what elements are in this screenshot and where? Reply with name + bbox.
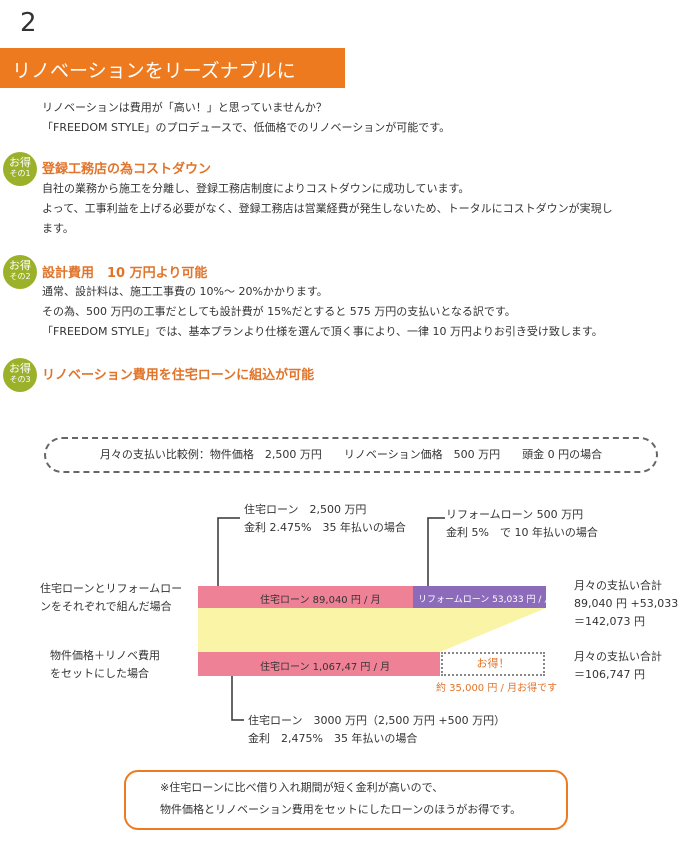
point-1-line-3: ます。 xyxy=(42,222,74,235)
bar-reform-loan xyxy=(413,586,546,608)
point-1-line-2: よって、工事利益を上げる必要がなく、登録工務店は営業経費が発生しないため、トータ… xyxy=(42,202,613,215)
leader-line-reform xyxy=(427,517,445,586)
comparison-header-box xyxy=(44,437,658,473)
total2-label-2: ＝106,747 円 xyxy=(574,668,645,681)
bar-combined-loan xyxy=(198,652,440,676)
badge-top-text: お得 xyxy=(9,259,31,272)
reform-label-2: 金利 5% で 10 年払いの場合 xyxy=(446,526,598,539)
note-line-1: ※住宅ローンに比べ借り入れ期間が短く金利が高いので、 xyxy=(160,781,444,794)
case2-label-1: 物件価格＋リノベ費用 xyxy=(50,649,160,662)
intro-line-2: 「FREEDOM STYLE」のプロデュースで、低価格でのリノベーションが可能で… xyxy=(42,121,451,134)
otoku-badge-2: お得 その2 xyxy=(3,255,37,289)
otoku-badge-1: お得 その1 xyxy=(3,152,37,186)
point-3-title: リノベーション費用を住宅ローンに組込が可能 xyxy=(42,368,315,383)
section-banner xyxy=(0,48,345,88)
comparison-band xyxy=(198,608,546,652)
point-2-line-3: 「FREEDOM STYLE」では、基本プランより仕様を選んで頂く事により、一律… xyxy=(42,325,603,338)
bar-reform-loan-text: リフォームローン 53,033 円 / 月 xyxy=(418,595,554,605)
intro-line-1: リノベーションは費用が「高い！」と思っていませんか？ xyxy=(42,101,327,114)
case1-label-2: ンをそれぞれで組んだ場合 xyxy=(40,600,172,613)
total1-label-1: 月々の支払い合計 xyxy=(574,579,662,592)
total1-label-2: 89,040 円 +53,033 円 xyxy=(574,597,680,610)
badge-top-text: お得 xyxy=(9,156,31,169)
otoku-box: お得！ xyxy=(441,652,545,676)
badge-bottom-text: その3 xyxy=(9,375,31,384)
loan-label-2: 金利 2.475% 35 年払いの場合 xyxy=(244,521,406,534)
badge-top-text: お得 xyxy=(9,362,31,375)
total1-label-3: ＝142,073 円 xyxy=(574,615,645,628)
note-line-2: 物件価格とリノベーション費用をセットにしたローンのほうがお得です。 xyxy=(160,803,522,816)
banner-title: リノベーションをリーズナブルに xyxy=(12,60,296,82)
savings-text: 約 35,000 円 / 月お得です xyxy=(436,683,558,694)
otoku-badge-3: お得 その3 xyxy=(3,358,37,392)
combined-label-1: 住宅ローン 3000 万円（2,500 万円 +500 万円） xyxy=(248,714,506,727)
bar-combined-loan-text: 住宅ローン 1,067,47 円 / 月 xyxy=(260,662,391,673)
loan-label-1: 住宅ローン 2,500 万円 xyxy=(244,503,367,516)
leader-line-combined xyxy=(231,676,244,721)
reform-label-1: リフォームローン 500 万円 xyxy=(446,508,584,521)
point-2-line-2: その為、500 万円の工事だとしても設計費が 15%だとすると 575 万円の支… xyxy=(42,305,516,318)
total2-label-1: 月々の支払い合計 xyxy=(574,650,662,663)
section-number: 2 xyxy=(20,8,37,38)
badge-bottom-text: その2 xyxy=(9,272,31,281)
point-1-title: 登録工務店の為コストダウン xyxy=(42,162,212,177)
loan-diagram xyxy=(198,517,546,721)
leader-line-loan xyxy=(217,517,240,586)
point-1-line-1: 自社の業務から施工を分離し、登録工務店制度によりコストダウンに成功しています。 xyxy=(42,182,470,195)
badge-bottom-text: その1 xyxy=(9,169,31,178)
case2-label-2: をセットにした場合 xyxy=(50,667,149,680)
point-2-line-1: 通常、設計料は、施工工事費の 10%〜 20%かかります。 xyxy=(42,285,328,298)
note-box xyxy=(124,770,568,830)
bar-housing-loan-text: 住宅ローン 89,040 円 / 月 xyxy=(260,595,381,606)
comparison-header-text: 月々の支払い比較例：物件価格 2,500 万円 リノベーション価格 500 万円… xyxy=(99,448,603,461)
point-2-title: 設計費用 10 万円より可能 xyxy=(42,266,208,281)
combined-label-2: 金利 2,475% 35 年払いの場合 xyxy=(248,732,418,745)
case1-label-1: 住宅ローンとリフォームロー xyxy=(40,582,183,595)
bar-housing-loan xyxy=(198,586,413,608)
